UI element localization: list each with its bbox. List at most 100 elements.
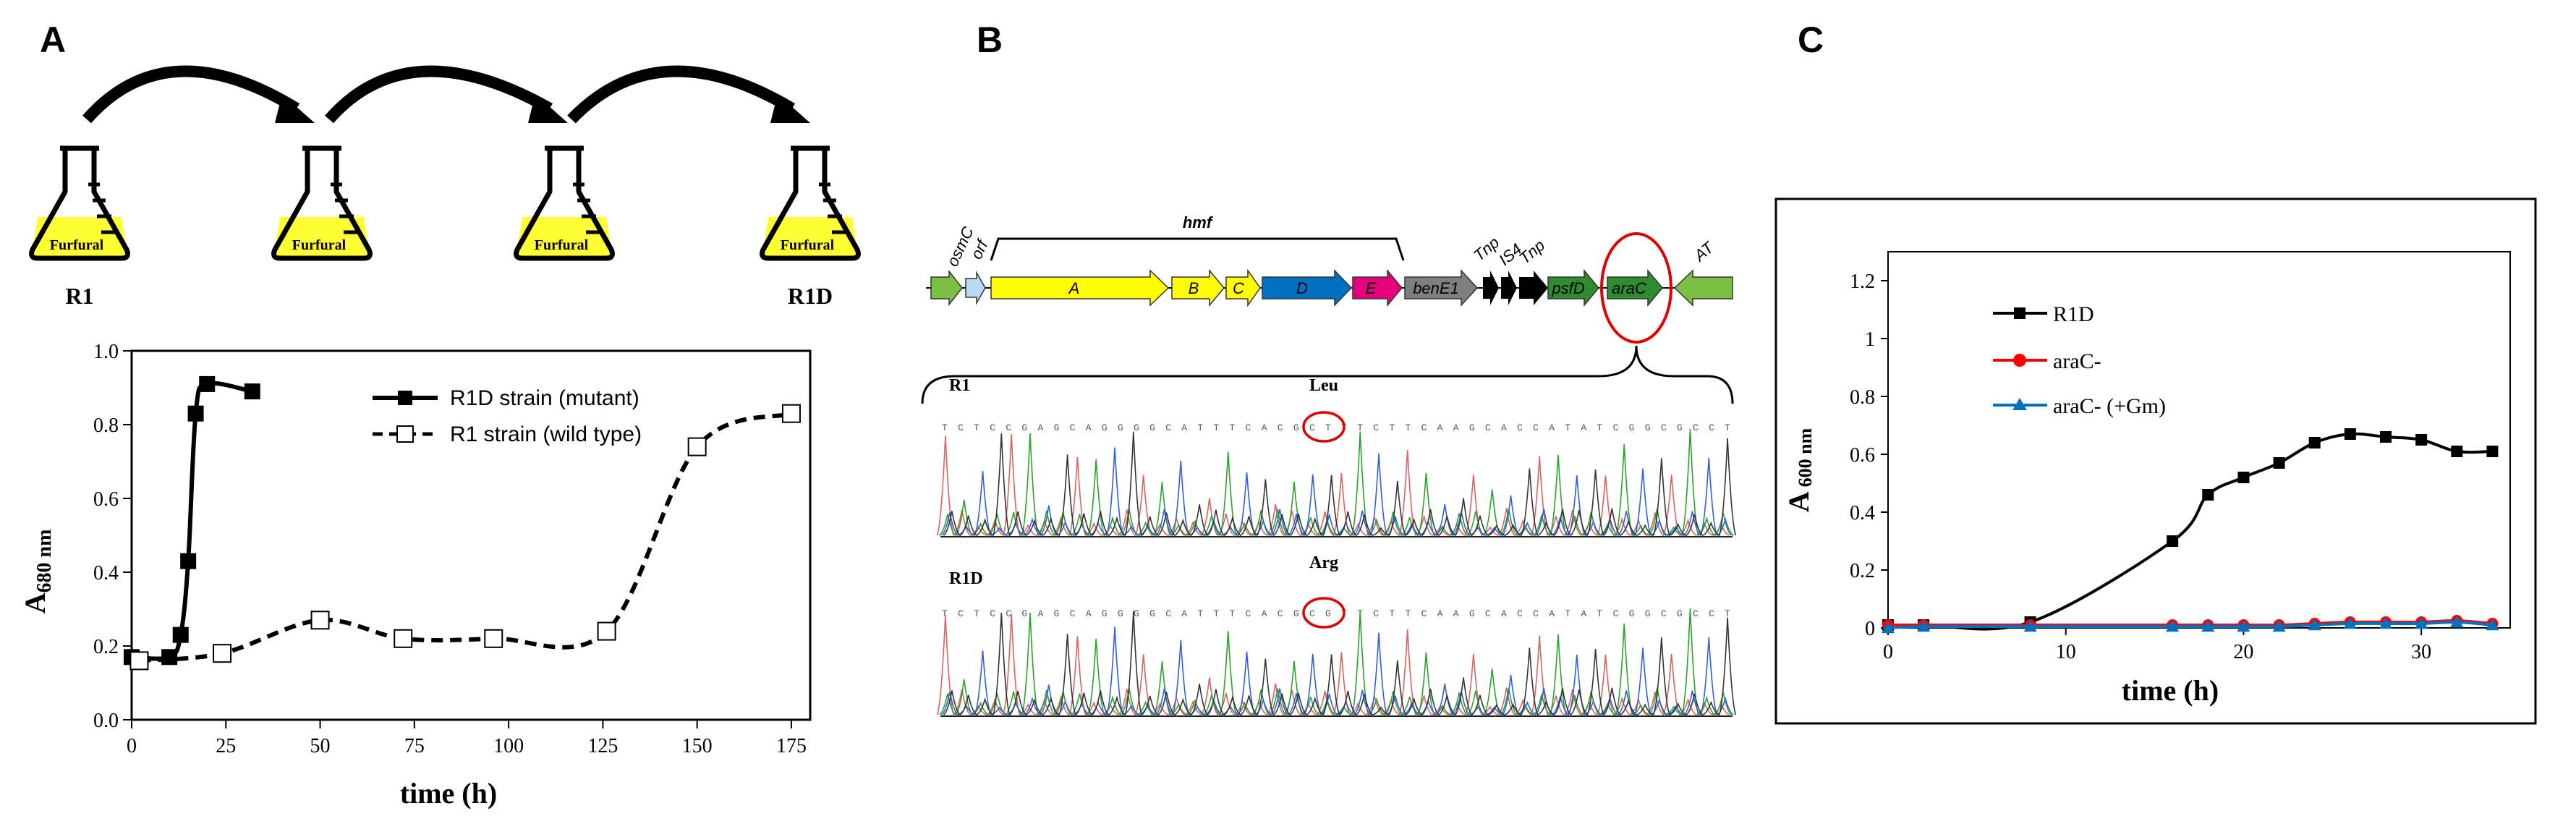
flask-1: Furfural: [29, 145, 130, 261]
gene-label-arac: araC: [1612, 279, 1646, 297]
data-point: [2201, 620, 2215, 632]
data-point: [687, 437, 707, 456]
chart-a-series: [124, 375, 801, 671]
data-point: [2486, 618, 2499, 631]
sequence-traces: R1 Leu T C T C C G A G C A G G G G C A T…: [936, 376, 1737, 717]
data-point: [2308, 618, 2321, 631]
gene-hmfc: [1225, 268, 1261, 307]
data-point: [244, 383, 260, 400]
gene-label-psfd: psfD: [1551, 279, 1584, 297]
y-tick-label: 0.8: [1850, 386, 1875, 409]
data-point: [2167, 535, 2179, 547]
trace-r1-sequence: T C T C C G A G C A G G G G C A T T T C …: [942, 422, 1730, 433]
y-tick-label: 1: [1865, 328, 1875, 351]
y-tick-label: 0.2: [93, 636, 119, 658]
data-point: [2273, 457, 2285, 469]
legend-r1-marker: [396, 425, 414, 443]
panel-c-letter: C: [1798, 20, 1824, 60]
data-point: [187, 405, 204, 422]
data-point: [2202, 489, 2214, 501]
flask-3: Furfural: [514, 145, 615, 261]
data-point: [2450, 616, 2464, 628]
gene-label-d: D: [1296, 279, 1308, 297]
series-line-0: [1887, 432, 2493, 631]
chart-c-series: [1882, 428, 2499, 634]
gene-map: [930, 268, 1733, 307]
gene-label-c: C: [1233, 279, 1244, 297]
trace-r1-strain: R1: [949, 376, 970, 395]
data-point: [129, 651, 149, 671]
trace-r1d-codon-highlight: [1302, 597, 1346, 629]
operon-bracket: [990, 237, 1405, 261]
data-point: [199, 375, 216, 392]
chart-c-ylabel: A600 nm: [1782, 428, 1816, 512]
series-line-1: [139, 411, 792, 663]
panel-b: B hmf osmC orf A B: [921, 20, 1737, 717]
y-tick-label: 1.2: [1850, 271, 1875, 293]
gene-label-e: E: [1366, 279, 1377, 297]
x-tick-label: 100: [493, 735, 524, 757]
y-tick-label: 1.0: [93, 341, 119, 363]
data-point: [2380, 431, 2392, 443]
chart-a-ylabel: A680 nm: [19, 530, 56, 614]
gene-orf: [965, 271, 986, 305]
legend-c-r1d-label: R1D: [2053, 302, 2094, 326]
data-point: [2237, 472, 2250, 483]
chromatogram-channel: [936, 434, 1730, 537]
x-tick-label: 20: [2233, 641, 2253, 663]
data-point: [597, 621, 616, 641]
x-tick-label: 10: [2056, 641, 2076, 663]
gene-label-at: AT: [1690, 238, 1718, 265]
x-tick-label: 30: [2411, 641, 2431, 663]
gene-hmfb: [1171, 268, 1225, 307]
chromatogram-channel: [936, 613, 1730, 716]
trace-r1d-aa: Arg: [1309, 553, 1338, 572]
chart-a-legend: R1D strain (mutant) R1 strain (wild type…: [373, 386, 642, 446]
flask-liquid: [762, 217, 859, 258]
flask-medium-label: Furfural: [292, 237, 347, 253]
data-point: [2379, 617, 2392, 629]
chart-a-ylabel-sub: 680 nm: [33, 530, 56, 593]
data-point: [2486, 446, 2499, 457]
data-point: [2237, 620, 2250, 632]
legend-r1d-label: R1D strain (mutant): [450, 386, 639, 410]
flask-liquid: [516, 217, 613, 258]
gene-hmfe: [1352, 268, 1403, 307]
x-tick-label: 150: [682, 735, 713, 757]
flask-liquid: [31, 217, 128, 258]
data-point: [2272, 620, 2286, 632]
series-line-2: [1887, 620, 2493, 629]
gene-arac: [1607, 268, 1663, 307]
data-point: [310, 611, 330, 630]
flask-outline: [29, 145, 130, 261]
flask-medium-label: Furfural: [535, 237, 589, 253]
transfer-arrow-1-head: [275, 94, 315, 123]
chart-c-xlabel: time (h): [2122, 674, 2219, 707]
y-tick-label: 0.8: [93, 414, 119, 437]
gene-hmfd: [1262, 269, 1353, 307]
flask-outline: [514, 145, 615, 261]
legend-c-arac-label: araC-: [2053, 349, 2101, 373]
flask-start-label: R1: [65, 283, 93, 309]
transfer-arrow-2: [324, 65, 553, 124]
chart-a-frame: [130, 349, 812, 721]
series-line-0: [131, 381, 253, 661]
trace-r1d-sequence: T C T C C G A G C A G G G G C A T T T C …: [942, 608, 1730, 619]
panel-a-letter: A: [40, 20, 66, 60]
data-point: [394, 629, 413, 648]
data-point: [2308, 437, 2321, 448]
chromatogram-channel: [943, 611, 1737, 716]
data-point: [781, 404, 801, 423]
data-point: [2166, 620, 2180, 632]
gene-at: [1673, 269, 1733, 307]
flask-outline: [271, 145, 373, 261]
trace-r1d-strain: R1D: [949, 569, 983, 588]
